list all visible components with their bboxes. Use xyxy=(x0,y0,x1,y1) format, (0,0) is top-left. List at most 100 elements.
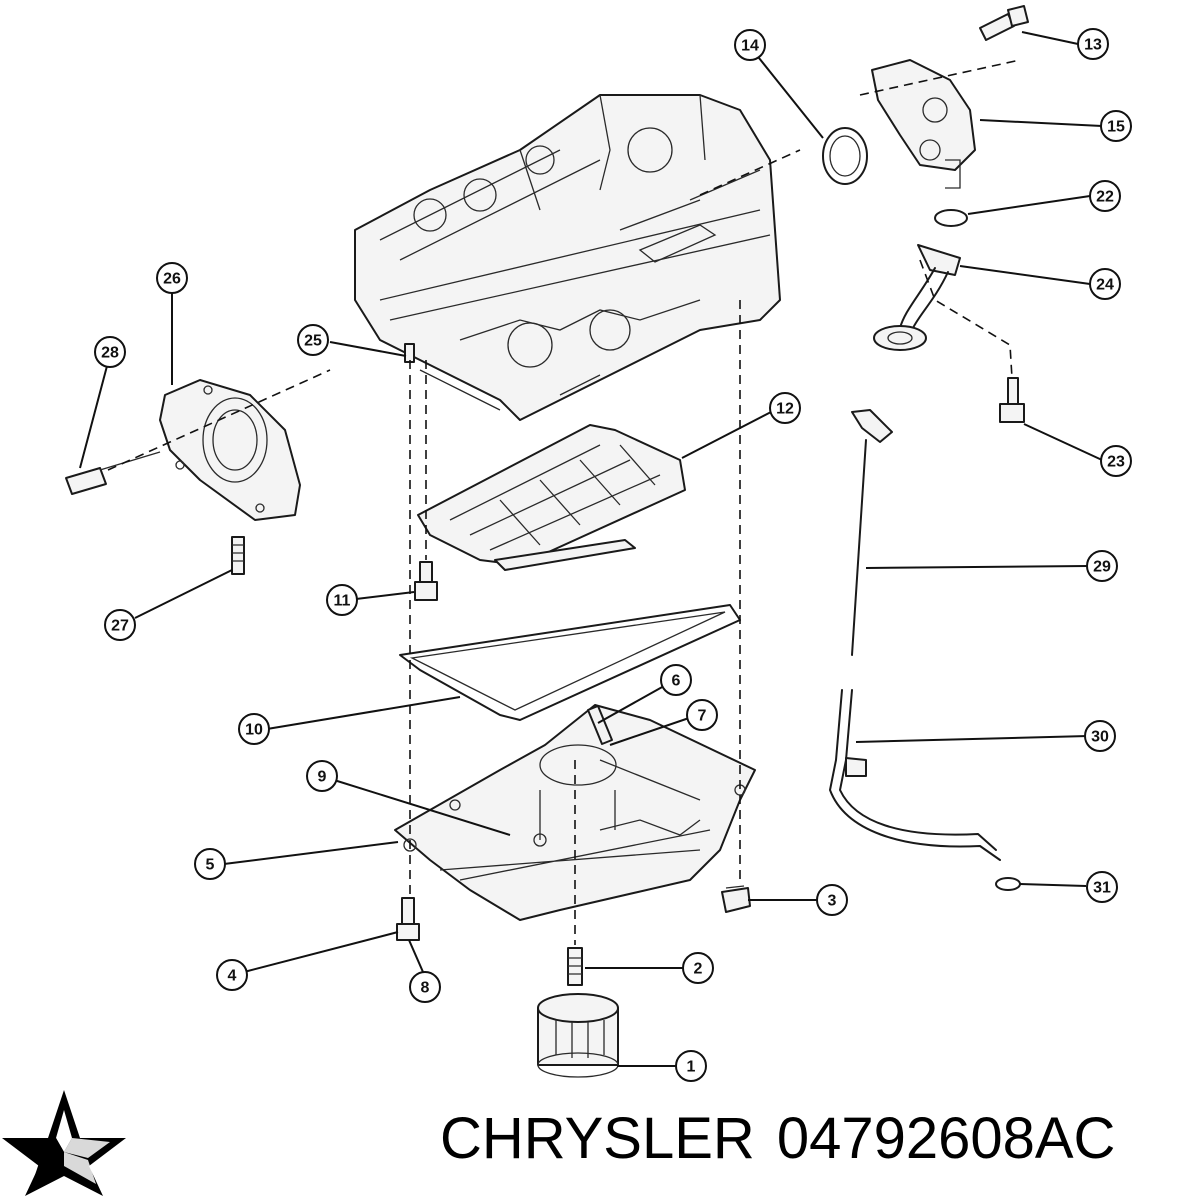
callout-circle xyxy=(238,713,270,745)
callout-number: 2 xyxy=(694,961,703,978)
callout-circle xyxy=(306,760,338,792)
callout-26: 26 xyxy=(156,262,188,294)
callout-number: 12 xyxy=(776,401,794,418)
callout-circle xyxy=(686,699,718,731)
callout-circle xyxy=(1077,28,1109,60)
callout-circle xyxy=(734,29,766,61)
callout-number: 1 xyxy=(687,1059,696,1076)
callout-4: 4 xyxy=(216,959,248,991)
callout-3: 3 xyxy=(816,884,848,916)
callout-number: 6 xyxy=(672,673,681,690)
bolt-4 xyxy=(396,897,420,941)
callout-number: 7 xyxy=(698,708,707,725)
callout-number: 29 xyxy=(1093,559,1111,576)
drain-plug-3 xyxy=(721,885,751,913)
callout-circle xyxy=(297,324,329,356)
callout-10: 10 xyxy=(238,713,270,745)
callout-circle xyxy=(1089,180,1121,212)
callout-number: 28 xyxy=(101,345,119,362)
dipstick-tube xyxy=(829,689,1001,861)
callout-number: 3 xyxy=(828,893,837,910)
callout-11: 11 xyxy=(326,584,358,616)
callout-5: 5 xyxy=(194,848,226,880)
callout-circle xyxy=(1084,720,1116,752)
oil-pickup-tube xyxy=(873,244,961,351)
callout-number: 23 xyxy=(1107,454,1125,471)
callout-30: 30 xyxy=(1084,720,1116,752)
callout-23: 23 xyxy=(1100,445,1132,477)
callout-number: 8 xyxy=(421,980,430,997)
callout-circle xyxy=(769,392,801,424)
callout-number: 14 xyxy=(741,38,759,55)
rear-seal-retainer xyxy=(159,379,301,521)
callout-circle xyxy=(156,262,188,294)
callout-number: 11 xyxy=(334,593,351,610)
callout-circle xyxy=(1100,445,1132,477)
callout-number: 9 xyxy=(318,769,327,786)
callout-circle xyxy=(94,336,126,368)
callout-number: 27 xyxy=(111,618,129,635)
callout-circle xyxy=(104,609,136,641)
o-ring-22 xyxy=(934,209,968,227)
assembly-lines xyxy=(107,59,1021,945)
windage-tray xyxy=(417,424,686,571)
callout-27: 27 xyxy=(104,609,136,641)
callout-22: 22 xyxy=(1089,180,1121,212)
callout-2: 2 xyxy=(682,952,714,984)
stud-27 xyxy=(231,536,245,575)
callout-number: 31 xyxy=(1093,880,1111,897)
bolt-28 xyxy=(65,451,161,495)
engine-block xyxy=(354,94,781,421)
leader-lines xyxy=(79,31,1103,1067)
callout-circle xyxy=(660,664,692,696)
callout-14: 14 xyxy=(734,29,766,61)
dipstick xyxy=(851,409,893,656)
callout-number: 24 xyxy=(1096,277,1114,294)
callout-circle xyxy=(326,584,358,616)
callout-circle xyxy=(682,952,714,984)
callout-circle xyxy=(1089,268,1121,300)
exploded-view-diagram: 1234567891011121314152223242526272829303… xyxy=(65,5,1132,1082)
bolt-11 xyxy=(414,561,438,601)
callout-circle xyxy=(675,1050,707,1082)
callout-circle xyxy=(816,884,848,916)
callout-number: 25 xyxy=(304,333,322,350)
callout-number: 22 xyxy=(1096,189,1114,206)
callout-circle xyxy=(1086,871,1118,903)
callout-number: 26 xyxy=(163,271,181,288)
callout-number: 15 xyxy=(1107,119,1125,136)
callout-number: 4 xyxy=(228,968,237,985)
front-seal xyxy=(822,127,868,185)
oil-pan-gasket xyxy=(399,604,741,721)
callout-8: 8 xyxy=(409,971,441,1003)
callout-7: 7 xyxy=(686,699,718,731)
part-number: 04792608AC xyxy=(776,1106,1116,1171)
callout-circle xyxy=(1086,550,1118,582)
callout-6: 6 xyxy=(660,664,692,696)
bolt-13 xyxy=(979,5,1029,41)
callout-circle xyxy=(194,848,226,880)
callout-group: 1234567891011121314152223242526272829303… xyxy=(94,28,1132,1082)
callout-number: 10 xyxy=(245,722,263,739)
callout-circle xyxy=(1100,110,1132,142)
callout-31: 31 xyxy=(1086,871,1118,903)
bolt-25 xyxy=(404,343,415,363)
callout-12: 12 xyxy=(769,392,801,424)
callout-28: 28 xyxy=(94,336,126,368)
callout-9: 9 xyxy=(306,760,338,792)
o-ring-31 xyxy=(995,877,1021,891)
callout-24: 24 xyxy=(1089,268,1121,300)
chrysler-pentastar-icon xyxy=(2,1090,126,1196)
part-caption: CHRYSLER 04792608AC xyxy=(440,1105,1200,1172)
callout-number: 13 xyxy=(1084,37,1102,54)
oil-filter xyxy=(537,993,619,1078)
callout-25: 25 xyxy=(297,324,329,356)
callout-13: 13 xyxy=(1077,28,1109,60)
filter-stud-2 xyxy=(567,947,583,986)
brand-name: CHRYSLER xyxy=(440,1106,755,1171)
callout-15: 15 xyxy=(1100,110,1132,142)
callout-1: 1 xyxy=(675,1050,707,1082)
callout-circle xyxy=(216,959,248,991)
callout-number: 30 xyxy=(1091,729,1109,746)
